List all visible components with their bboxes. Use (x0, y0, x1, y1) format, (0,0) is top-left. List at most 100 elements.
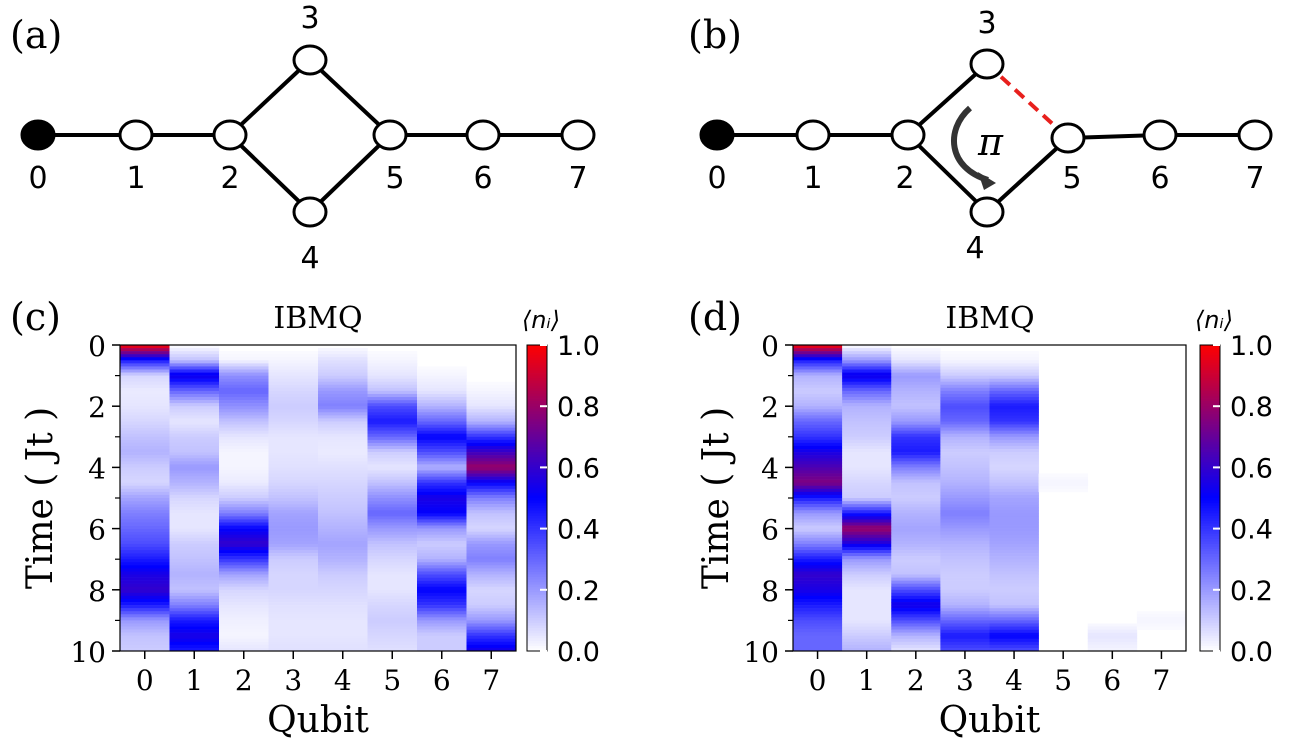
heatmap-cell (367, 629, 418, 633)
heatmap-cell (793, 491, 843, 496)
heatmap-cell (940, 635, 990, 640)
heatmap-cell (940, 421, 990, 425)
heatmap-cell (842, 390, 892, 395)
heatmap-cell (219, 464, 269, 468)
heatmap-cell (466, 436, 517, 441)
colorbar-segment (1200, 390, 1220, 394)
heatmap-cell (219, 445, 269, 450)
heatmap-cell (989, 620, 1039, 624)
heatmap-cell (466, 513, 517, 517)
heatmap-cell (1038, 476, 1089, 480)
heatmap-cell (169, 528, 220, 532)
heatmap-cell (793, 623, 843, 627)
heatmap-cell (989, 403, 1039, 407)
colorbar-segment (527, 549, 547, 552)
heatmap-cell (120, 372, 170, 376)
heatmap-cell (219, 430, 269, 435)
heatmap-cell (989, 381, 1039, 386)
heatmap-cell (989, 494, 1039, 499)
heatmap-cell (989, 406, 1039, 410)
heatmap-cell (268, 501, 319, 505)
heatmap-cell (318, 491, 368, 496)
heatmap-cell (219, 409, 269, 413)
heatmap-cell (989, 531, 1039, 536)
heatmap-cell (120, 602, 170, 606)
heatmap-cell (842, 528, 892, 532)
heatmap-cell (940, 626, 990, 630)
heatmap-cell (318, 632, 368, 636)
heatmap-cell (318, 433, 368, 438)
colorbar-segment (1200, 472, 1220, 476)
heatmap-cell (417, 488, 467, 493)
heatmap-cell (367, 507, 418, 511)
heatmap-cell (367, 605, 418, 609)
colorbar-segment (527, 482, 547, 486)
heatmap-cell (842, 384, 892, 389)
heatmap-cell (169, 378, 220, 383)
heatmap-cell (268, 354, 319, 358)
colorbar-segment (527, 605, 547, 609)
heatmap-cell (169, 464, 220, 468)
heatmap-cell (466, 439, 517, 444)
heatmap-cell (219, 550, 269, 554)
heatmap-cell (989, 372, 1039, 376)
heatmap-cell (219, 384, 269, 389)
colorbar-segment (527, 375, 547, 379)
heatmap-cell (120, 608, 170, 612)
heatmap-cell (268, 598, 319, 603)
heatmap-cell (268, 363, 319, 367)
colorbar: 0.00.20.40.60.81.0⟨nᵢ⟩ (1195, 306, 1273, 668)
heatmap-cell (989, 565, 1039, 569)
heatmap-cell (891, 384, 941, 389)
heatmap-cell (417, 458, 467, 462)
colorbar-segment (527, 464, 547, 468)
heatmap-cell (417, 510, 467, 514)
heatmap-cell (367, 644, 418, 649)
heatmap-cell (318, 595, 368, 600)
heatmap-cell (219, 559, 269, 563)
heatmap-cell (268, 543, 319, 548)
heatmap-cell (940, 586, 990, 591)
colorbar-segment (527, 640, 547, 644)
colorbar-segment (527, 362, 547, 366)
heatmap-cell (169, 620, 220, 624)
heatmap-cell (318, 412, 368, 416)
edge-4-5 (308, 133, 392, 214)
heatmap-cell (466, 427, 517, 431)
heatmap-cell (940, 546, 990, 551)
heatmap-cell (169, 393, 220, 398)
heatmap-cell (367, 592, 418, 597)
heatmap-cell (367, 595, 418, 600)
heatmap-cell (891, 608, 941, 612)
heatmap-cell (268, 550, 319, 554)
heatmap-cell (318, 473, 368, 477)
heatmap-cell (842, 504, 892, 508)
colorbar-segment (1200, 592, 1220, 596)
heatmap-cell (466, 445, 517, 450)
heatmap-cell (793, 452, 843, 456)
heatmap-cell (367, 513, 418, 517)
heatmap-cell (367, 381, 418, 386)
heatmap-cell (842, 620, 892, 624)
heatmap-cell (219, 424, 269, 428)
heatmap-cell (466, 415, 517, 419)
colorbar-segment (1200, 551, 1220, 555)
heatmap-cell (417, 629, 467, 633)
heatmap-cell (367, 583, 418, 588)
heatmap-cell (793, 556, 843, 560)
chart-title: IBMQ (945, 301, 1034, 336)
colorbar-segment (527, 638, 547, 642)
heatmap-cell (169, 369, 220, 373)
heatmap-cell (793, 522, 843, 526)
heatmap-cell (842, 595, 892, 600)
heatmap-cell (120, 559, 170, 563)
heatmap-cell (169, 452, 220, 456)
heatmap-cell (842, 531, 892, 536)
heatmap-cell (940, 647, 990, 652)
heatmap-cell (120, 430, 170, 435)
heatmap-cell (793, 363, 843, 367)
heatmap-cell (219, 485, 269, 490)
heatmap-cell (891, 516, 941, 520)
heatmap-cell (793, 592, 843, 597)
